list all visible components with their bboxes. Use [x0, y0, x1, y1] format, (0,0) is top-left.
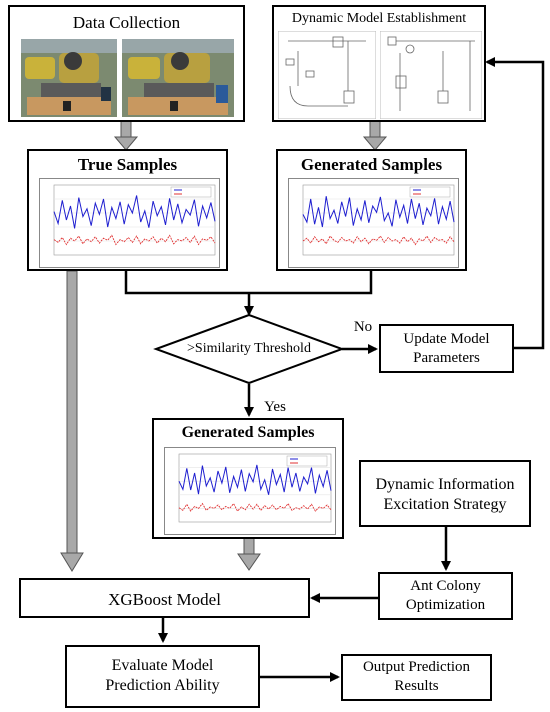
ant-colony-line1: Ant Colony: [410, 578, 481, 594]
series-line-blue: [53, 195, 216, 229]
dynamic-info-line1: Dynamic Information: [375, 476, 515, 493]
equipment-photo-right: [122, 39, 234, 117]
series-line-blue: [302, 196, 455, 228]
generated-samples-top-title: Generated Samples: [300, 155, 443, 174]
decision-diamond: [153, 313, 345, 385]
output-line2: Results: [394, 677, 439, 694]
legend-box: [286, 455, 328, 467]
legend-box: [409, 186, 451, 198]
update-model-line2: Parameters: [413, 349, 480, 366]
true-samples-title: True Samples: [77, 155, 178, 174]
legend-box: [170, 186, 212, 198]
evaluate-model-box: Evaluate Model Prediction Ability: [65, 645, 260, 708]
data-collection-title: Data Collection: [72, 13, 181, 32]
xgboost-box: XGBoost Model: [19, 578, 310, 618]
output-line1: Output Prediction: [362, 659, 471, 675]
series-line-red: [53, 234, 216, 246]
black-arrows: [124, 57, 545, 682]
simulink-model-right: [380, 31, 482, 119]
dynamic-info-line2: Excitation Strategy: [383, 496, 507, 513]
ant-colony-box: Ant Colony Optimization: [378, 572, 513, 620]
dynamic-information-box: Dynamic Information Excitation Strategy: [359, 460, 531, 527]
evaluate-line1: Evaluate Model: [111, 657, 214, 674]
xgboost-label: XGBoost Model: [108, 590, 221, 609]
output-prediction-box: Output Prediction Results: [341, 654, 492, 701]
true-samples-chart: [39, 178, 220, 268]
generated-samples-mid-title: Generated Samples: [181, 424, 315, 441]
no-label: No: [353, 319, 373, 335]
ant-colony-line2: Optimization: [405, 596, 486, 613]
true-samples-box: True Samples: [27, 149, 228, 271]
decision-label: >Similarity Threshold: [187, 341, 311, 356]
data-collection-box: Data Collection: [8, 5, 245, 122]
plot-frame: [178, 453, 332, 523]
generated-samples-top-box: Generated Samples: [276, 149, 467, 271]
simulink-model-left: [278, 31, 376, 119]
dynamic-model-box: Dynamic Model Establishment: [272, 5, 486, 122]
yes-label: Yes: [264, 399, 286, 415]
dynamic-model-title: Dynamic Model Establishment: [291, 11, 467, 26]
generated-samples-mid-chart: [164, 447, 336, 535]
equipment-photo-left: [21, 39, 117, 117]
generated-samples-mid-box: Generated Samples: [152, 418, 344, 539]
series-line-blue: [178, 464, 332, 495]
series-line-red: [178, 502, 332, 512]
update-model-box: Update Model Parameters: [379, 324, 514, 373]
series-line-red: [302, 235, 455, 246]
gray-arrows: [60, 120, 388, 572]
update-model-line1: Update Model: [403, 331, 490, 347]
evaluate-line2: Prediction Ability: [105, 677, 220, 694]
generated-samples-top-chart: [288, 178, 459, 268]
